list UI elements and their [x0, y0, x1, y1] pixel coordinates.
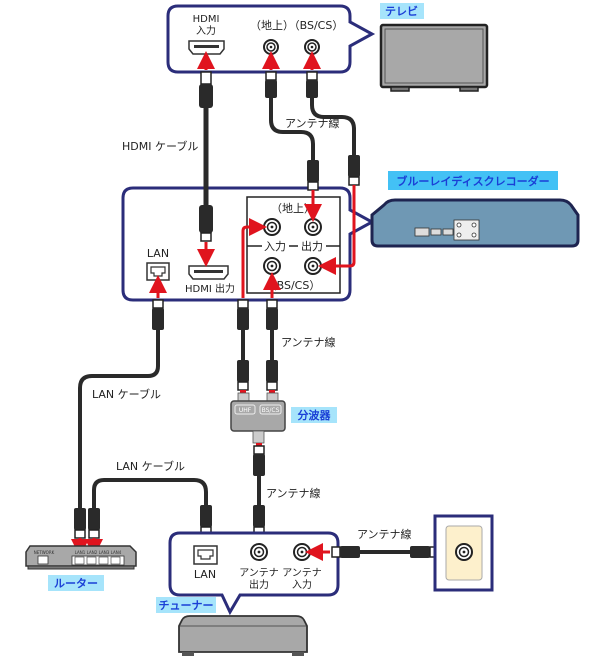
recorder-terrestrial-in-coax-icon — [263, 218, 281, 236]
splitter-uhf-label: UHF — [239, 407, 252, 414]
wall-antenna-outlet-icon — [433, 514, 494, 592]
router-lan3-label: LAN3 — [99, 550, 110, 555]
lan-cable-tuner-router — [85, 478, 215, 557]
recorder-lan-port-icon — [146, 262, 170, 281]
antenna-cable-tv-terrestrial — [262, 51, 322, 222]
router-tag-text: ルーター — [54, 577, 98, 590]
antenna-cable-low-label: アンテナ線 — [266, 486, 321, 500]
bluray-recorder-icon — [370, 198, 580, 248]
recorder-terrestrial-out-coax-icon — [304, 218, 322, 236]
tv-bscs-coax-icon — [304, 39, 320, 55]
antenna-cable-wall-tuner — [305, 543, 459, 561]
lan-cable-recorder-router — [71, 275, 167, 557]
router-icon: NETWORK LAN1 LAN2 LAN3 LAN4 — [25, 545, 137, 570]
tuner-antenna-in-label-2: 入力 — [292, 578, 312, 591]
router-network-label: NETWORK — [34, 550, 55, 555]
tuner-antenna-out-label-1: アンテナ — [239, 567, 279, 579]
recorder-tag-text: ブルーレイディスクレコーダー — [396, 174, 549, 188]
antenna-cable-top-label: アンテナ線 — [285, 116, 340, 130]
recorder-input-label: 入力 — [264, 240, 286, 253]
tuner-antenna-out-coax-icon — [250, 543, 268, 561]
tv-hdmi-label-2: 入力 — [196, 24, 216, 37]
splitter-tag: 分波器 — [291, 407, 337, 423]
recorder-bscs-out-coax-icon — [304, 257, 322, 275]
splitter-bscs-label: BS/CS — [262, 407, 280, 414]
recorder-output-label: 出力 — [301, 239, 323, 253]
antenna-cable-bscs — [263, 272, 281, 393]
antenna-cable-tv-bscs — [303, 51, 360, 275]
tv-terrestrial-coax-icon — [263, 39, 279, 55]
tuner-icon — [178, 615, 308, 656]
router-lan1-label: LAN1 — [75, 550, 86, 555]
hdmi-cable — [197, 51, 215, 267]
router-lan4-label: LAN4 — [111, 550, 122, 555]
tv-hdmi-label-1: HDMI — [193, 14, 220, 25]
tuner-lan-port-icon — [193, 545, 218, 565]
antenna-cable-mid-label: アンテナ線 — [281, 335, 336, 349]
lan-cable-2-label: LAN ケーブル — [116, 459, 185, 473]
router-lan2-label: LAN2 — [87, 550, 98, 555]
recorder-bscs-in-coax-icon — [263, 257, 281, 275]
tv-icon — [379, 23, 489, 92]
tuner-antenna-in-label-1: アンテナ — [282, 567, 322, 579]
tv-hdmi-port-icon — [188, 40, 225, 55]
lan-cable-1-label: LAN ケーブル — [92, 387, 161, 401]
recorder-terrestrial-label: （地上） — [271, 202, 315, 215]
splitter-tag-text: 分波器 — [298, 408, 332, 422]
tv-terrestrial-label: （地上） — [250, 19, 294, 32]
recorder-connector-panel: （地上） （BS/CS） 入力 出力 LAN — [121, 186, 376, 302]
router-tag: ルーター — [48, 575, 104, 591]
hdmi-cable-label: HDMI ケーブル — [122, 139, 198, 153]
tv-tag-text: テレビ — [385, 4, 418, 18]
tv-connector-panel: HDMI 入力 （地上） （BS/CS） — [166, 4, 376, 74]
recorder-hdmi-port-icon — [188, 265, 229, 280]
tuner-antenna-out-label-2: 出力 — [249, 578, 269, 591]
tv-bscs-label: （BS/CS） — [289, 19, 344, 32]
recorder-tag: ブルーレイディスクレコーダー — [388, 171, 558, 190]
tuner-tag: チューナー — [156, 597, 216, 613]
recorder-bscs-label: （BS/CS） — [266, 279, 321, 292]
tuner-antenna-in-coax-icon — [293, 543, 311, 561]
splitter-icon: UHF BS/CS — [230, 392, 286, 446]
antenna-cable-wall-label: アンテナ線 — [357, 527, 412, 541]
recorder-hdmi-out-label: HDMI 出力 — [185, 282, 235, 295]
tv-tag: テレビ — [380, 3, 424, 19]
recorder-lan-label: LAN — [147, 247, 169, 260]
antenna-cable-tuner-splitter — [250, 445, 268, 553]
antenna-cable-uhf — [237, 218, 267, 393]
tuner-lan-label: LAN — [194, 568, 216, 581]
tuner-tag-text: チューナー — [159, 599, 214, 612]
tuner-connector-panel: LAN アンテナ 出力 アンテナ 入力 — [168, 531, 340, 616]
